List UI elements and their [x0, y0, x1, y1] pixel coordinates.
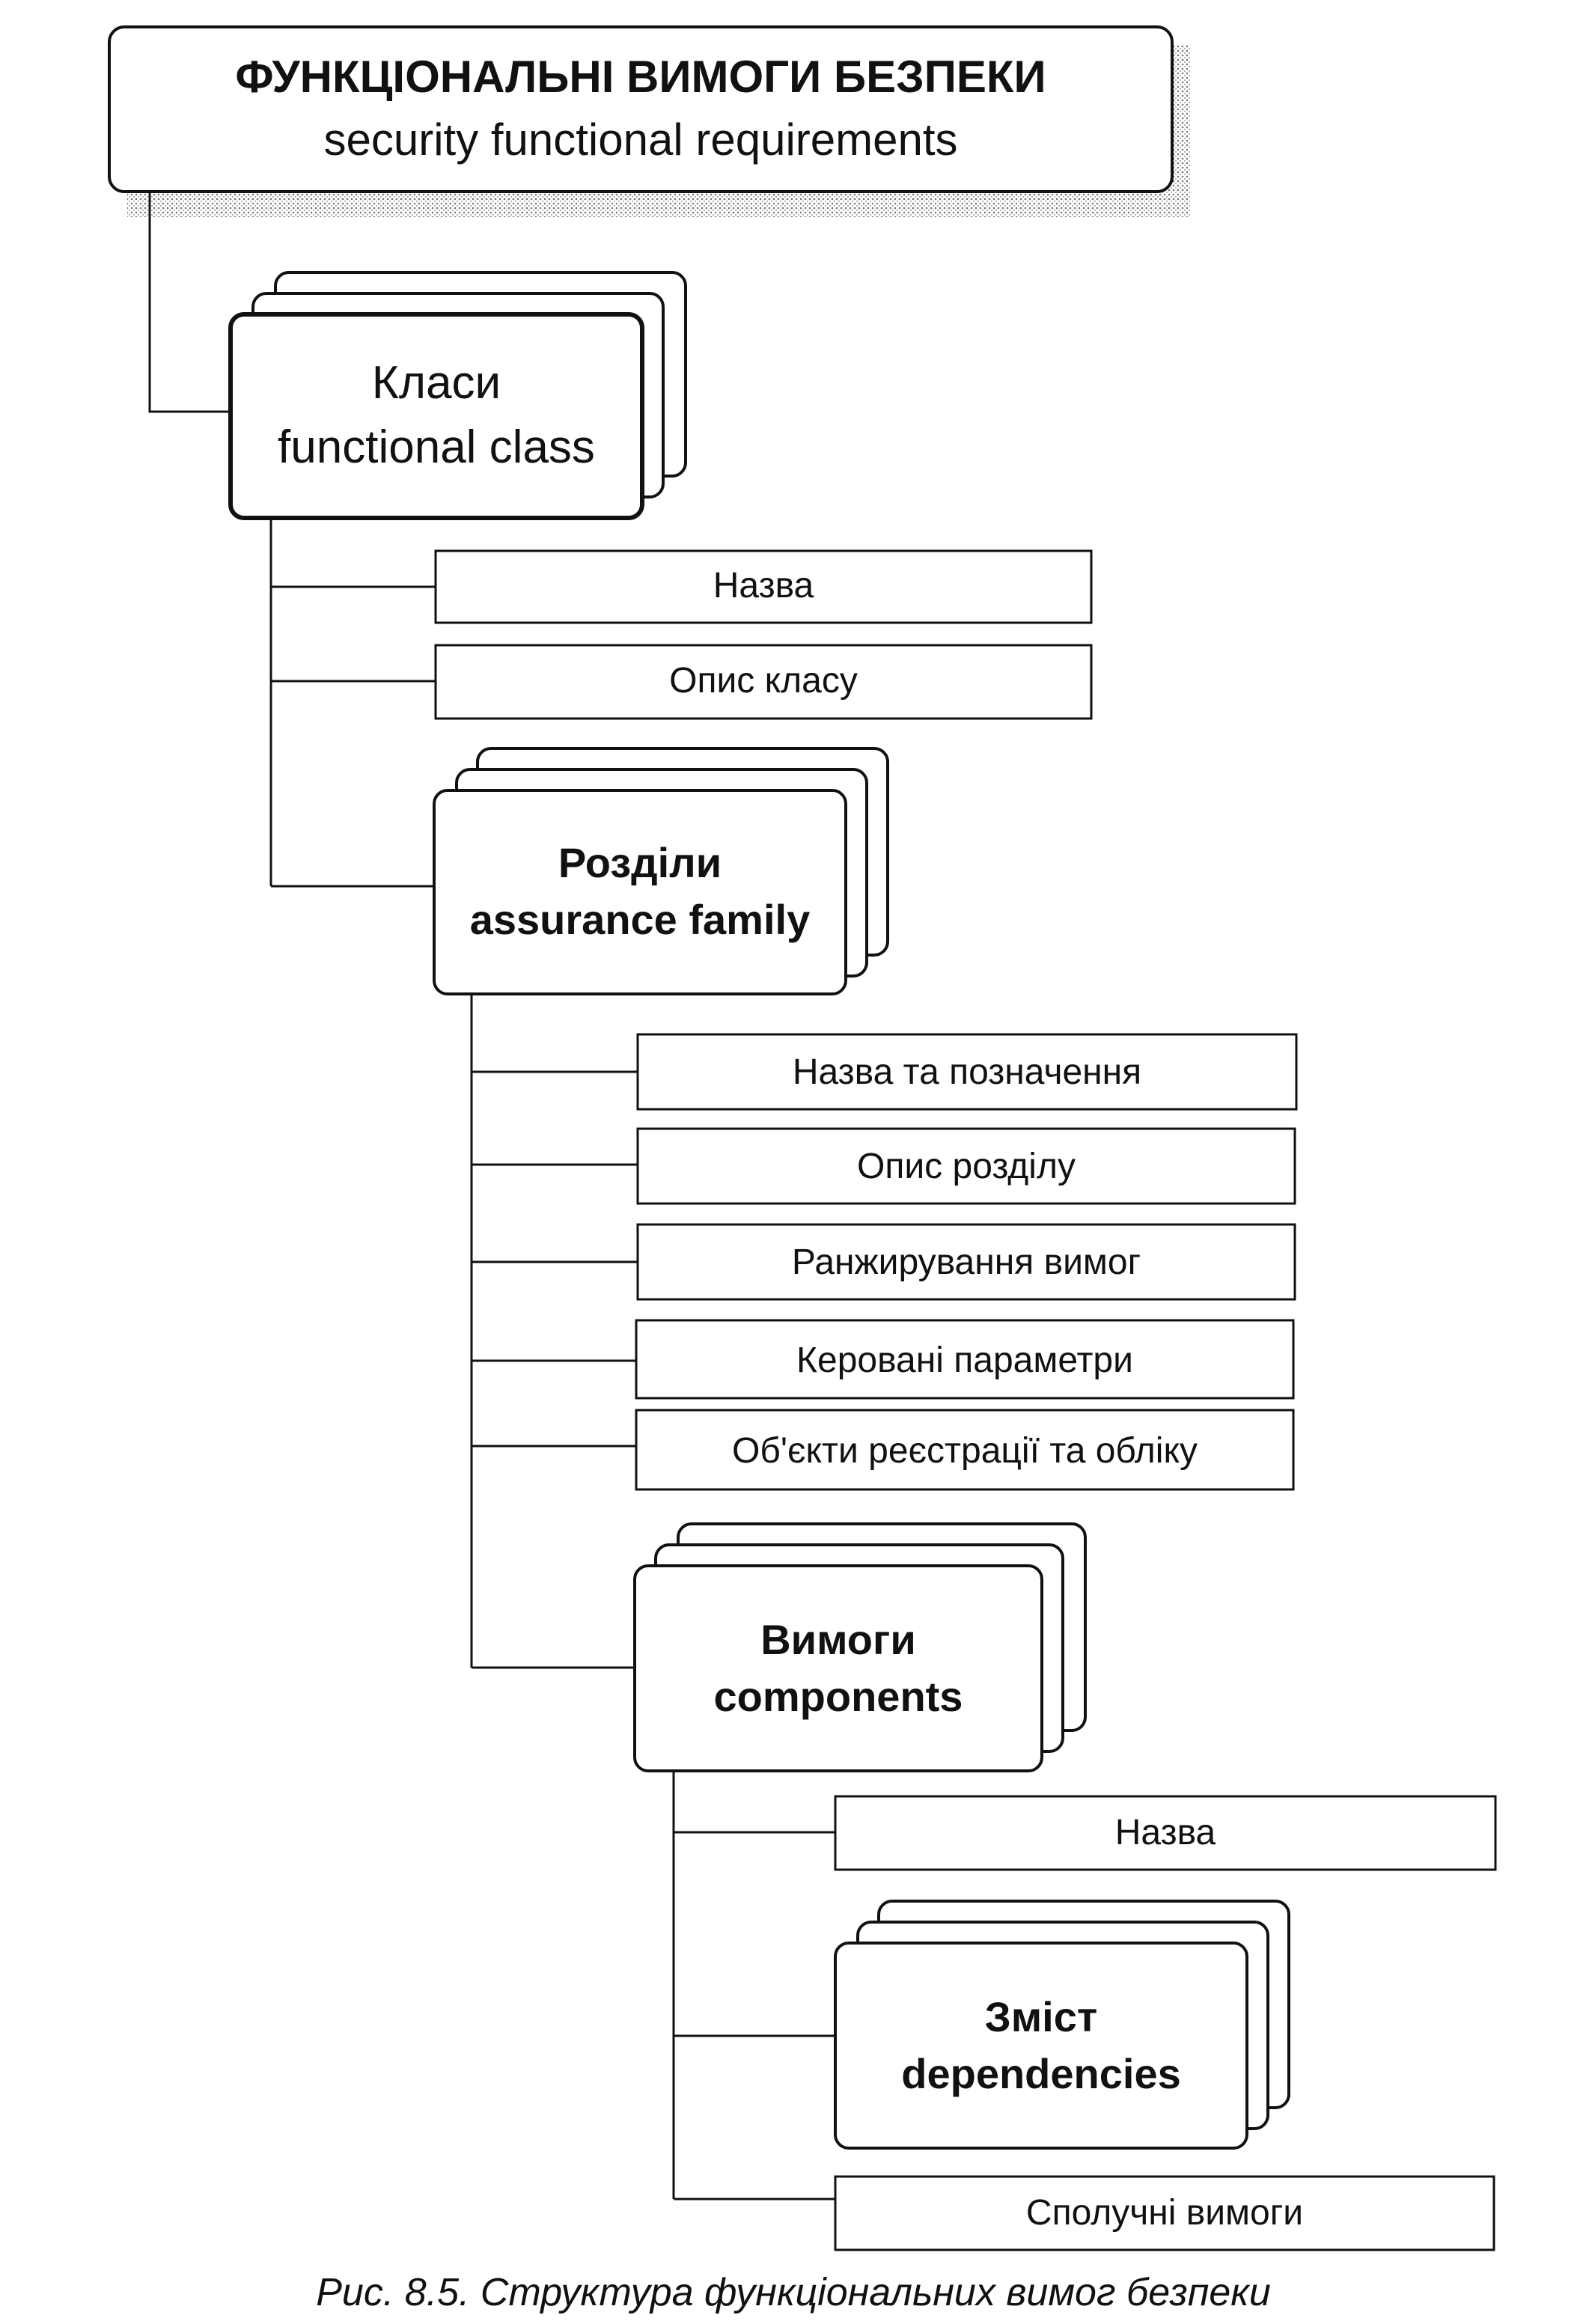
family-node: Розділи assurance family: [433, 747, 889, 995]
class-node-line1: Класи: [372, 357, 501, 409]
family-item-audit-objects-label: Об'єкти реєстрації та обліку: [732, 1431, 1198, 1471]
family-item-description: Опис розділу: [636, 1127, 1296, 1205]
family-item-managed-parameters: Керовані параметри: [635, 1319, 1295, 1400]
component-node-line1: Вимоги: [760, 1616, 916, 1663]
class-item-description-label: Опис класу: [669, 661, 858, 701]
content-node: Зміст dependencies: [834, 1900, 1290, 2150]
figure-caption: Рис. 8.5. Структура функціональних вимог…: [316, 2271, 1271, 2314]
component-item-name-label: Назва: [1115, 1813, 1216, 1852]
header-box: ФУНКЦІОНАЛЬНІ ВИМОГИ БЕЗПЕКИ security fu…: [108, 25, 1190, 217]
family-item-audit-objects: Об'єкти реєстрації та обліку: [635, 1409, 1295, 1491]
class-node-front: [228, 312, 644, 520]
family-item-ranking-label: Ранжирування вимог: [792, 1242, 1141, 1282]
content-node-line1: Зміст: [985, 1993, 1098, 2040]
class-item-name-label: Назва: [713, 566, 814, 606]
connector-header-class: [148, 192, 231, 413]
family-item-name-designation: Назва та позначення: [636, 1033, 1298, 1111]
family-item-managed-parameters-label: Керовані параметри: [796, 1341, 1133, 1380]
family-item-description-label: Опис розділу: [857, 1147, 1076, 1186]
component-node-line2: components: [714, 1673, 963, 1720]
family-item-name-designation-label: Назва та позначення: [793, 1052, 1141, 1092]
class-item-name: Назва: [434, 549, 1093, 624]
connector-class-children: [269, 518, 436, 888]
final-item-dependencies-label: Сполучні вимоги: [1026, 2193, 1303, 2233]
class-node-line2: functional class: [278, 421, 595, 473]
family-node-line1: Розділи: [558, 839, 722, 886]
final-item-dependencies: Сполучні вимоги: [834, 2175, 1495, 2251]
family-item-ranking: Ранжирування вимог: [636, 1223, 1296, 1301]
class-item-description: Опис класу: [434, 644, 1093, 720]
header-frame: [108, 25, 1174, 193]
header-title: ФУНКЦІОНАЛЬНІ ВИМОГИ БЕЗПЕКИ: [235, 52, 1046, 102]
connector-component-children: [672, 1771, 835, 2201]
component-node-front: [633, 1564, 1043, 1772]
family-node-line2: assurance family: [470, 896, 810, 943]
component-item-name: Назва: [834, 1795, 1497, 1871]
class-node: Класи functional class: [228, 271, 687, 520]
content-node-front: [834, 1942, 1248, 2150]
connector-family-children: [470, 994, 638, 1669]
content-node-line2: dependencies: [901, 2050, 1180, 2097]
header-subtitle: security functional requirements: [323, 115, 957, 165]
family-node-front: [433, 789, 847, 995]
component-node: Вимоги components: [633, 1522, 1087, 1772]
